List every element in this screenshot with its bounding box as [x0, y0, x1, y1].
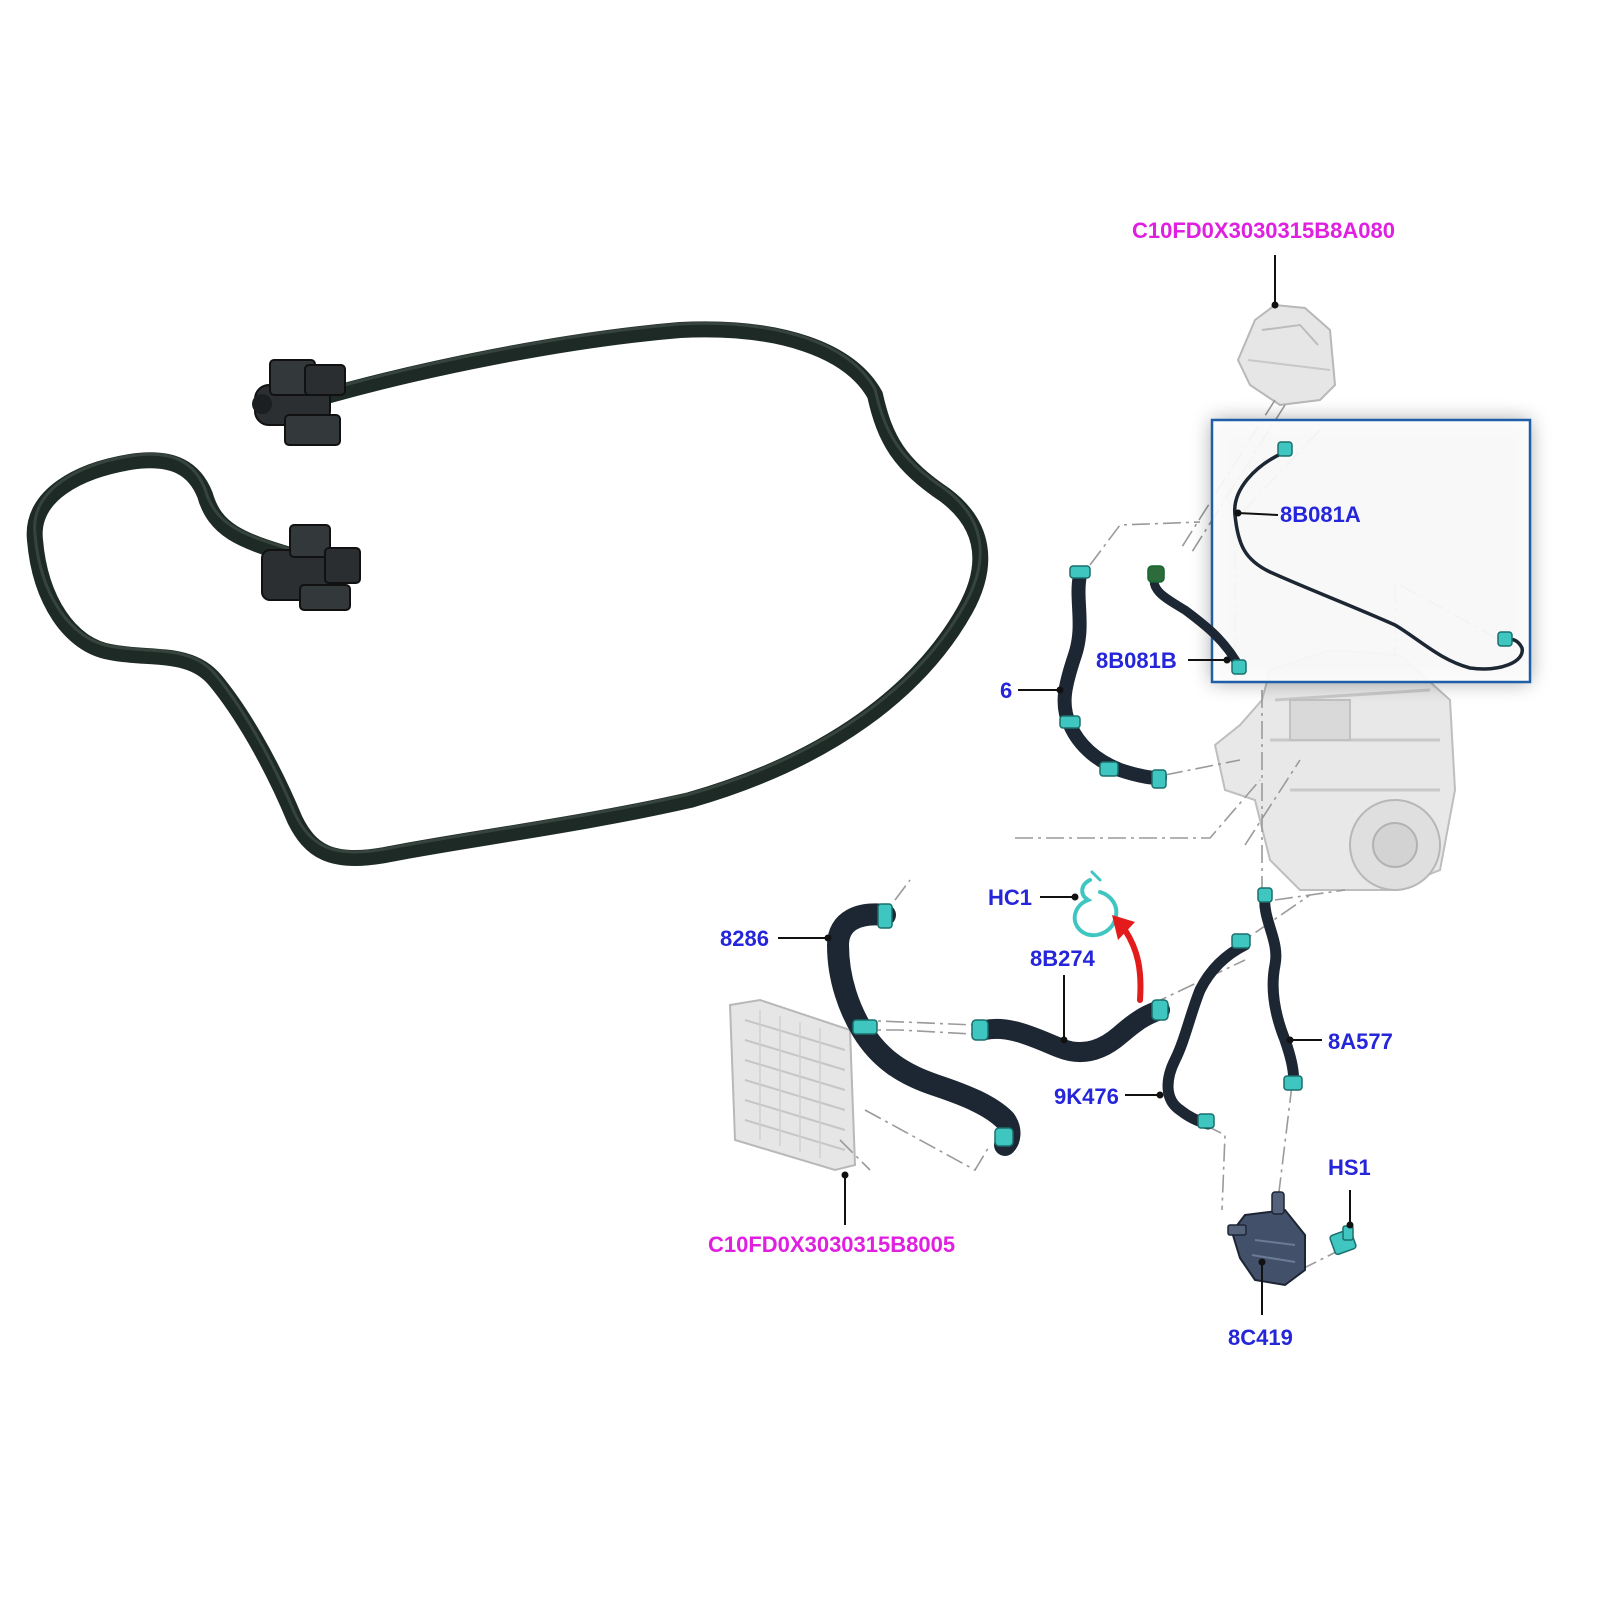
engine-block-icon [1213, 648, 1457, 891]
hose-partial [1057, 565, 1167, 789]
hose-8b081a [1233, 441, 1524, 671]
hose-8a577 [1257, 887, 1303, 1091]
hose-clip-icon [1072, 870, 1119, 938]
hose-8b274 [971, 999, 1170, 1062]
hose-8286 [827, 903, 1021, 1156]
label-8a577: 8A577 [1328, 1029, 1393, 1054]
bolt-icon [1329, 1225, 1357, 1256]
label-reservoir: C10FD0X3030315B8A080 [1132, 218, 1395, 243]
label-8c419: 8C419 [1228, 1325, 1293, 1350]
rubber-hose-icon [26, 321, 989, 867]
hose-8b081b [1147, 565, 1247, 675]
label-partial-hose: 6 [1000, 678, 1012, 703]
label-radiator: C10FD0X3030315B8005 [708, 1232, 955, 1257]
coolant-reservoir-icon [1236, 303, 1337, 407]
quick-connector-icon [261, 524, 361, 611]
label-8286: 8286 [720, 926, 769, 951]
label-hs1: HS1 [1328, 1155, 1371, 1180]
label-8b081a: 8B081A [1280, 502, 1361, 527]
callout-labels: C10FD0X3030315B8A080 8B081A 8B081B 6 HC1… [708, 218, 1395, 1350]
highlight-box [1210, 418, 1532, 684]
hose-photo [26, 321, 989, 867]
leader-lines [778, 255, 1354, 1315]
quick-connector-icon [252, 359, 346, 446]
red-arrow-icon [1112, 915, 1144, 1003]
radiator-icon [728, 998, 857, 1172]
label-8b081b: 8B081B [1096, 648, 1177, 673]
label-9k476: 9K476 [1054, 1084, 1119, 1109]
auxiliary-pump-icon [1227, 1191, 1306, 1287]
label-8b274: 8B274 [1030, 946, 1096, 971]
label-hc1: HC1 [988, 885, 1032, 910]
hose-9k476 [1162, 933, 1251, 1130]
